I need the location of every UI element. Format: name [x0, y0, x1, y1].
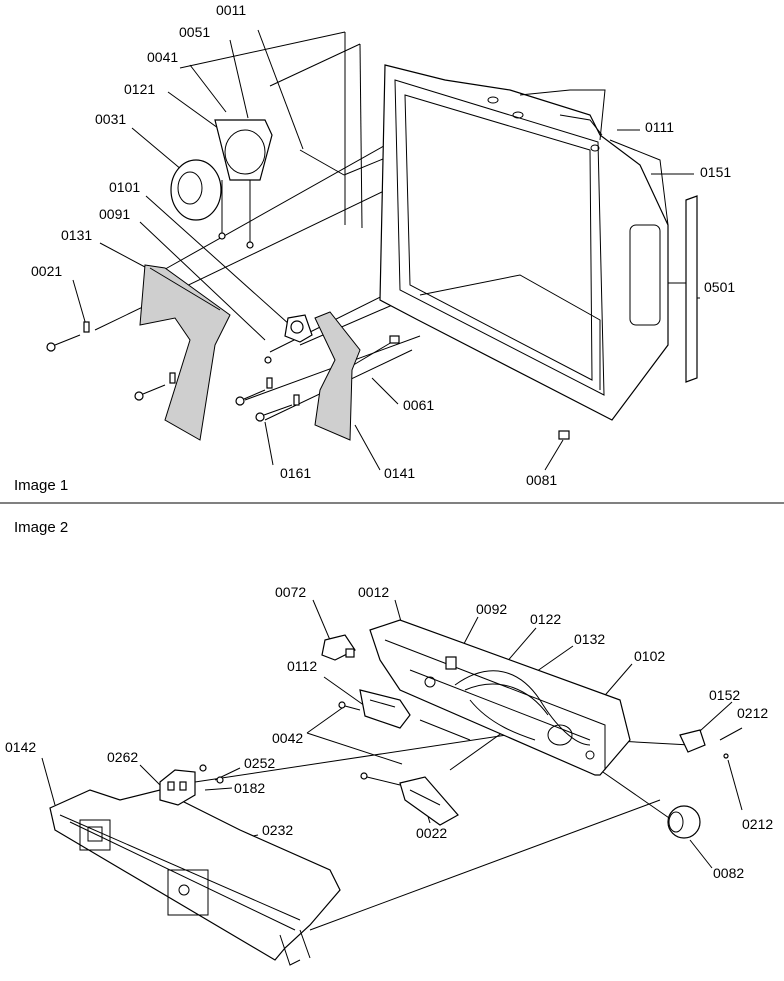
callout-0101: 0101 — [109, 179, 140, 195]
callout-0232: 0232 — [262, 822, 293, 838]
callout-0121: 0121 — [124, 81, 155, 97]
image-1-callouts: 0011 0051 0041 0121 0031 0101 0091 0131 … — [14, 2, 735, 494]
callout-0111: 0111 — [645, 119, 674, 135]
callout-0102: 0102 — [634, 648, 665, 664]
callout-0072: 0072 — [275, 584, 306, 600]
callout-0112: 0112 — [287, 658, 317, 674]
callout-0051: 0051 — [179, 24, 210, 40]
image-2-callouts: Image 2 0072 0012 0092 0122 0132 0102 01… — [5, 519, 773, 881]
evaporator-cover-housing — [379, 64, 669, 421]
callout-0501: 0501 — [704, 279, 735, 295]
switch-modules — [338, 689, 459, 826]
relay-block — [159, 764, 224, 806]
callout-0061: 0061 — [403, 397, 434, 413]
callout-0132: 0132 — [574, 631, 605, 647]
callout-0262: 0262 — [107, 749, 138, 765]
callout-0182: 0182 — [234, 780, 265, 796]
screws-and-clips — [46, 321, 570, 440]
callout-0012: 0012 — [358, 584, 389, 600]
callout-0042: 0042 — [272, 730, 303, 746]
callout-0152: 0152 — [709, 687, 740, 703]
callout-0081: 0081 — [526, 472, 557, 488]
front-control-panel — [49, 789, 341, 966]
left-air-duct — [139, 264, 231, 441]
callout-0091: 0091 — [99, 206, 130, 222]
callout-0212-top: 0212 — [737, 705, 768, 721]
callout-0252: 0252 — [244, 755, 275, 771]
image-1-drawing — [46, 29, 700, 471]
image-2-caption: Image 2 — [14, 519, 68, 536]
image-2-drawing — [41, 599, 743, 966]
callout-0021: 0021 — [31, 263, 62, 279]
callout-0131: 0131 — [61, 227, 92, 243]
callout-0142: 0142 — [5, 739, 36, 755]
callout-0082: 0082 — [713, 865, 744, 881]
callout-0141: 0141 — [384, 465, 415, 481]
image-1-caption: Image 1 — [14, 477, 68, 494]
callout-0161: 0161 — [280, 465, 311, 481]
light-socket-and-lamp — [667, 729, 729, 839]
foam-seal-strip — [685, 195, 698, 383]
callout-0212-bottom: 0212 — [742, 816, 773, 832]
fan-motor-bracket — [170, 119, 273, 249]
callout-0092: 0092 — [476, 601, 507, 617]
callout-0022: 0022 — [416, 825, 447, 841]
callout-0151: 0151 — [700, 164, 731, 180]
control-housing — [369, 619, 631, 776]
callout-0041: 0041 — [147, 49, 178, 65]
thermostat — [321, 634, 356, 661]
right-air-duct — [284, 311, 361, 441]
callout-0011: 0011 — [216, 2, 246, 18]
callout-0031: 0031 — [95, 111, 126, 127]
callout-0122: 0122 — [530, 611, 561, 627]
